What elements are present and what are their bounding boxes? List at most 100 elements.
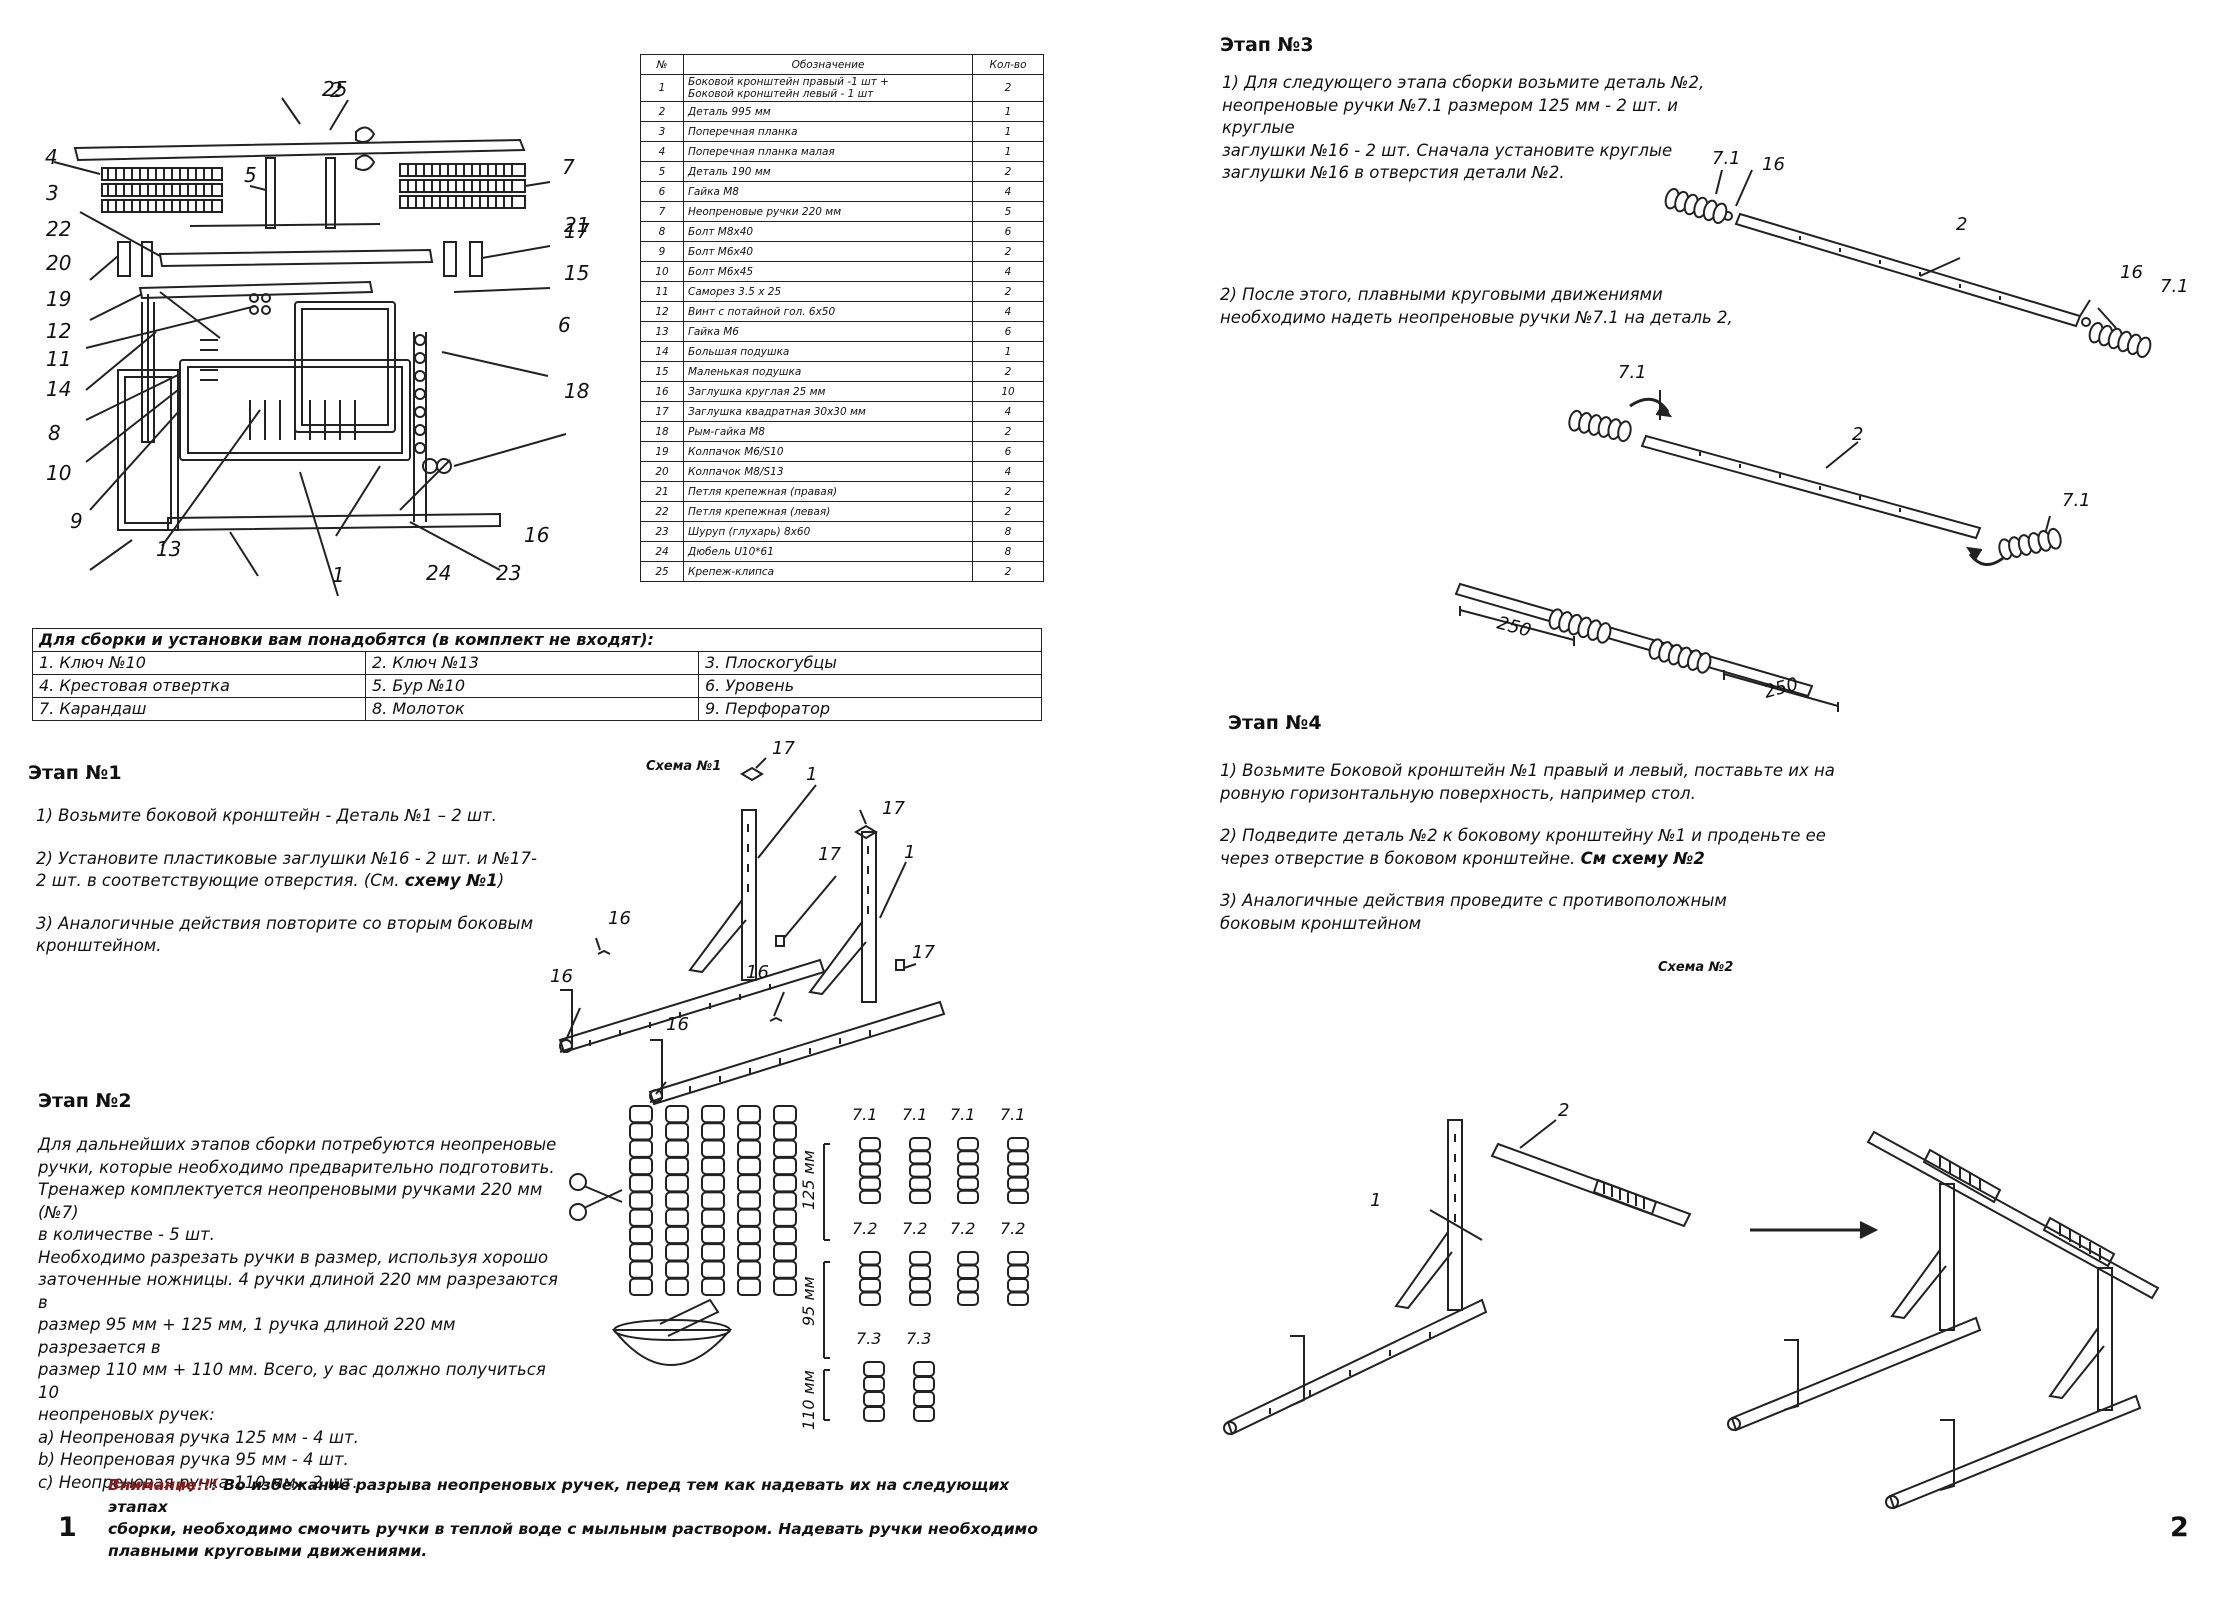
part-number: 9 <box>640 241 684 262</box>
neoprene-handle <box>859 1251 881 1306</box>
part-name: Болт М6х40 <box>683 241 973 262</box>
stage3-step1-line: неопреновые ручки №7.1 размером 125 мм -… <box>1222 95 1679 138</box>
s2-label-72d: 7.2 <box>1000 1219 1025 1238</box>
tool-item: 2. Ключ №13 <box>364 651 699 675</box>
dim-125: 125 мм <box>799 1150 818 1210</box>
stage1-step3-line2: кронштейном. <box>36 936 162 955</box>
part-quantity: 4 <box>972 401 1044 422</box>
part-name: Неопреновые ручки 220 мм <box>683 201 973 222</box>
part-quantity: 4 <box>972 301 1044 322</box>
part-number: 3 <box>640 121 684 142</box>
s3-label-16a: 16 <box>1762 154 1785 175</box>
neoprene-handle <box>737 1105 761 1297</box>
tool-item: 1. Ключ №10 <box>32 651 366 675</box>
s3-label-71b: 7.1 <box>2160 276 2189 297</box>
neoprene-handle <box>2088 321 2152 359</box>
label-21: 21 <box>564 213 589 237</box>
part-quantity: 6 <box>972 221 1044 242</box>
label-14: 14 <box>46 377 71 401</box>
label-7: 7 <box>562 155 575 179</box>
stage2-line: Тренажер комплектуется неопреновыми ручк… <box>38 1180 543 1222</box>
label-17: 17 <box>564 219 590 243</box>
part-number: 18 <box>640 421 684 442</box>
bowl-icon <box>611 1298 733 1366</box>
part-quantity: 6 <box>972 441 1044 462</box>
warning-note: Внимание!!! Во избежание разрыва неопрен… <box>108 1474 1068 1562</box>
neoprene-handle <box>909 1137 931 1205</box>
part-name: Винт с потайной гол. 6х50 <box>683 301 973 322</box>
part-quantity: 1 <box>972 141 1044 162</box>
label-12: 12 <box>46 319 71 343</box>
scheme1-title: Схема №1 <box>646 759 721 774</box>
s1-label-17d: 17 <box>912 942 935 963</box>
label-5: 5 <box>244 163 257 187</box>
stage2-line: размер 110 мм + 110 мм. Всего, у вас дол… <box>38 1360 546 1402</box>
stage3-step1-line: 1) Для следующего этапа сборки возьмите … <box>1222 73 1705 92</box>
warning-line2: сборки, необходимо смочить ручки в тепло… <box>108 1520 1038 1538</box>
part-number: 15 <box>640 361 684 382</box>
part-number: 16 <box>640 381 684 402</box>
page-number-right: 2 <box>2170 1512 2189 1543</box>
label-11: 11 <box>46 347 71 371</box>
scheme1-link: схему №1 <box>404 871 498 890</box>
s1-label-1a: 1 <box>806 764 817 785</box>
label-19: 19 <box>46 287 71 311</box>
neoprene-handle <box>1648 638 1712 674</box>
tool-item: 8. Молоток <box>364 697 699 721</box>
part-number: 20 <box>640 461 684 482</box>
label-25: 25 <box>322 77 347 101</box>
stage4-step1-line2: ровную горизонтальную поверхность, напри… <box>1220 783 1696 803</box>
part-name: Маленькая подушка <box>683 361 973 382</box>
scheme2-title: Схема №2 <box>1658 960 1734 975</box>
warning-line1: Во избежание разрыва неопреновых ручек, … <box>108 1476 1010 1516</box>
stage2-line: заточенные ножницы. 4 ручки длиной 220 м… <box>38 1270 558 1312</box>
s1-label-17b: 17 <box>882 798 905 819</box>
neoprene-handle <box>773 1105 797 1297</box>
neoprene-handle <box>629 1105 653 1297</box>
part-name: Гайка М8 <box>683 181 973 202</box>
warning-line3: плавными круговыми движениями. <box>108 1542 428 1560</box>
scheme2-diagram: 2 1 <box>1223 1100 2160 1510</box>
neoprene-handle <box>1548 608 1612 644</box>
stage4-step2-line1: 2) Подведите деталь №2 к боковому кроншт… <box>1220 826 1826 845</box>
part-quantity: 6 <box>972 321 1044 342</box>
neoprene-handle <box>1568 409 1632 443</box>
part-quantity: 2 <box>972 481 1044 502</box>
tool-item: 4. Крестовая отвертка <box>32 674 366 698</box>
part-number: 5 <box>640 161 684 182</box>
part-quantity: 4 <box>972 261 1044 282</box>
stage2-line: в количестве - 5 шт. <box>38 1225 215 1244</box>
part-name: Деталь 190 мм <box>683 161 973 182</box>
label-10: 10 <box>46 461 71 485</box>
scissors-icon <box>569 1173 623 1221</box>
stage2-line: c) Неопреновая ручка 110 мм - 2 шт. <box>38 1472 358 1492</box>
stage2-line: Необходимо разрезать ручки в размер, исп… <box>38 1247 549 1267</box>
part-quantity: 2 <box>972 161 1044 182</box>
neoprene-handle <box>1664 187 1728 225</box>
neoprene-handle <box>665 1105 689 1297</box>
col-number: № <box>640 54 684 75</box>
neoprene-handle <box>863 1361 885 1422</box>
s2-label-73b: 7.3 <box>906 1329 931 1348</box>
stage3-step1-line: заглушки №16 - 2 шт. Сначала установите … <box>1222 140 1673 160</box>
stage2-line: ручки, которые необходимо предварительно… <box>38 1157 555 1177</box>
stage2-title: Этап №2 <box>38 1090 132 1112</box>
part-quantity: 4 <box>972 461 1044 482</box>
part-name: Поперечная планка <box>683 121 973 142</box>
part-number: 10 <box>640 261 684 282</box>
part-number: 25 <box>640 561 684 582</box>
rotate-arrow-icon <box>1629 397 1673 418</box>
part-number: 19 <box>640 441 684 462</box>
s3-label-71d: 7.1 <box>2062 490 2091 511</box>
part-name: Петля крепежная (правая) <box>683 481 973 502</box>
part-quantity: 2 <box>972 501 1044 522</box>
tool-item: 9. Перфоратор <box>697 697 1043 721</box>
